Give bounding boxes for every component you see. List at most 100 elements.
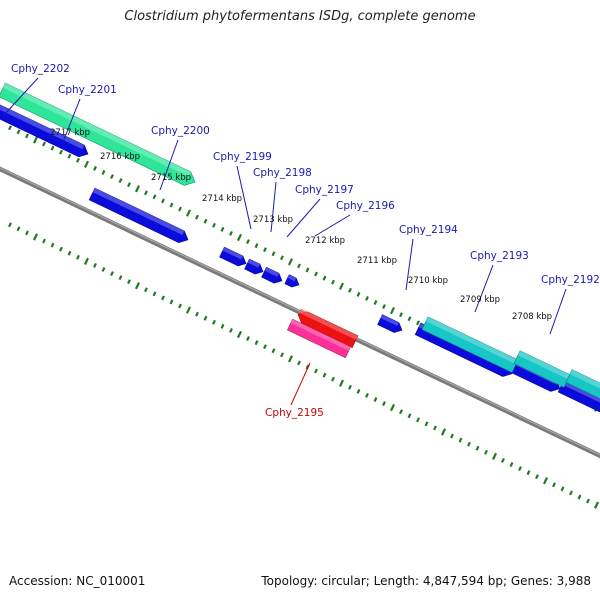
tick-mark	[552, 482, 556, 488]
gene-arrow-cphy-2199	[219, 246, 247, 267]
tick-mark	[297, 360, 301, 366]
tick-mark	[16, 226, 21, 232]
gene-arrow-cphy-2202	[0, 82, 196, 186]
tick-mark	[254, 340, 259, 346]
tick-mark	[263, 247, 267, 253]
leader-line	[549, 288, 567, 335]
tick-mark	[8, 125, 12, 131]
tick-mark	[42, 141, 46, 147]
tick-mark	[338, 379, 345, 387]
gene-arrow-cphy-2194	[421, 316, 519, 373]
gene-arrow-cphy-2196	[284, 274, 300, 288]
leader-line	[474, 264, 494, 313]
tick-mark	[509, 462, 514, 467]
tick-mark	[212, 319, 216, 325]
scale-label: 2717 kbp	[50, 128, 90, 138]
tick-mark	[263, 344, 267, 350]
tick-mark	[195, 214, 199, 220]
tick-mark	[134, 185, 141, 193]
tick-mark	[535, 474, 539, 480]
tick-mark	[407, 316, 412, 322]
scale-label: 2715 kbp	[151, 173, 191, 183]
tick-mark	[144, 190, 148, 196]
gene-arrow-cphy-2200	[88, 187, 189, 243]
tick-mark	[365, 295, 369, 301]
tick-mark	[229, 230, 233, 236]
tick-mark	[356, 388, 361, 394]
tick-mark	[322, 275, 327, 281]
gene-arrow-cphy-2192-sheen	[569, 369, 600, 389]
tick-mark	[305, 267, 310, 273]
tick-mark	[32, 136, 39, 144]
tick-mark	[314, 368, 318, 374]
tick-mark	[50, 242, 55, 248]
leader-line	[159, 139, 179, 191]
gene-arrow-cphy-2201-sheen	[0, 104, 85, 150]
tick-mark	[450, 433, 454, 439]
tick-mark	[101, 170, 106, 175]
feature-layer	[0, 82, 600, 413]
tick-mark	[42, 238, 46, 244]
gene-arrow-cphy-2193	[513, 350, 571, 388]
tick-mark	[526, 470, 531, 476]
tick-mark	[389, 306, 396, 315]
gene-label: Cphy_2196	[336, 200, 395, 212]
tick-mark	[322, 372, 327, 378]
tick-mark	[440, 428, 447, 436]
tick-mark	[424, 421, 429, 427]
scale-label: 2714 kbp	[202, 194, 242, 204]
tick-mark	[280, 255, 284, 261]
gene-arrow-cphy-2197-body	[261, 266, 283, 284]
tick-mark	[399, 312, 403, 318]
scale-label: 2716 kbp	[100, 152, 140, 162]
tick-mark	[373, 397, 378, 402]
gene-label: Cphy_2192	[541, 274, 600, 286]
gene-arrow-cphy-2194-sheen	[425, 316, 519, 365]
leader-line	[270, 181, 277, 233]
map-title: Clostridium phytofermentans ISDg, comple…	[124, 9, 476, 24]
tick-mark	[560, 486, 565, 492]
gene-arrow-cphy-2197	[261, 266, 283, 284]
tick-mark	[236, 330, 243, 339]
tick-mark	[501, 457, 505, 463]
tick-mark	[118, 275, 123, 281]
tick-mark	[32, 233, 39, 241]
tick-mark	[76, 157, 80, 163]
tick-mark	[67, 250, 72, 256]
tick-mark	[25, 133, 29, 139]
tick-mark	[161, 295, 165, 301]
tick-mark	[59, 149, 63, 155]
gene-arrow-cphy-2198-sheen	[247, 259, 260, 268]
tick-mark	[416, 320, 420, 326]
gene-arrow-cphy-2195-cds	[287, 318, 351, 359]
tick-mark	[134, 282, 141, 290]
tick-mark	[127, 279, 131, 285]
leader-line	[236, 165, 252, 230]
tick-mark	[236, 233, 243, 242]
tick-mark	[433, 425, 437, 431]
tick-mark	[246, 336, 250, 342]
tick-mark	[287, 258, 294, 266]
tick-mark	[338, 282, 345, 290]
tick-mark	[586, 498, 590, 504]
tick-mark	[407, 413, 412, 419]
tick-mark	[144, 287, 148, 293]
tick-mark	[382, 401, 386, 407]
tick-mark	[59, 246, 63, 252]
gene-arrow-cphy-2201	[0, 104, 89, 158]
tick-mark	[93, 262, 97, 268]
tick-mark	[101, 267, 106, 272]
gene-label: Cphy_2193	[470, 250, 529, 262]
tick-mark	[373, 300, 378, 305]
tick-mark	[271, 251, 276, 257]
tick-layer	[8, 125, 600, 509]
tick-mark	[389, 403, 396, 412]
tick-mark	[348, 287, 352, 293]
gene-label: Cphy_2198	[253, 167, 312, 179]
tick-mark	[152, 291, 157, 297]
genome-summary-text: Topology: circular; Length: 4,847,594 bp…	[261, 574, 591, 588]
tick-mark	[169, 299, 174, 305]
tick-mark	[110, 174, 114, 179]
leader-line	[405, 238, 414, 291]
